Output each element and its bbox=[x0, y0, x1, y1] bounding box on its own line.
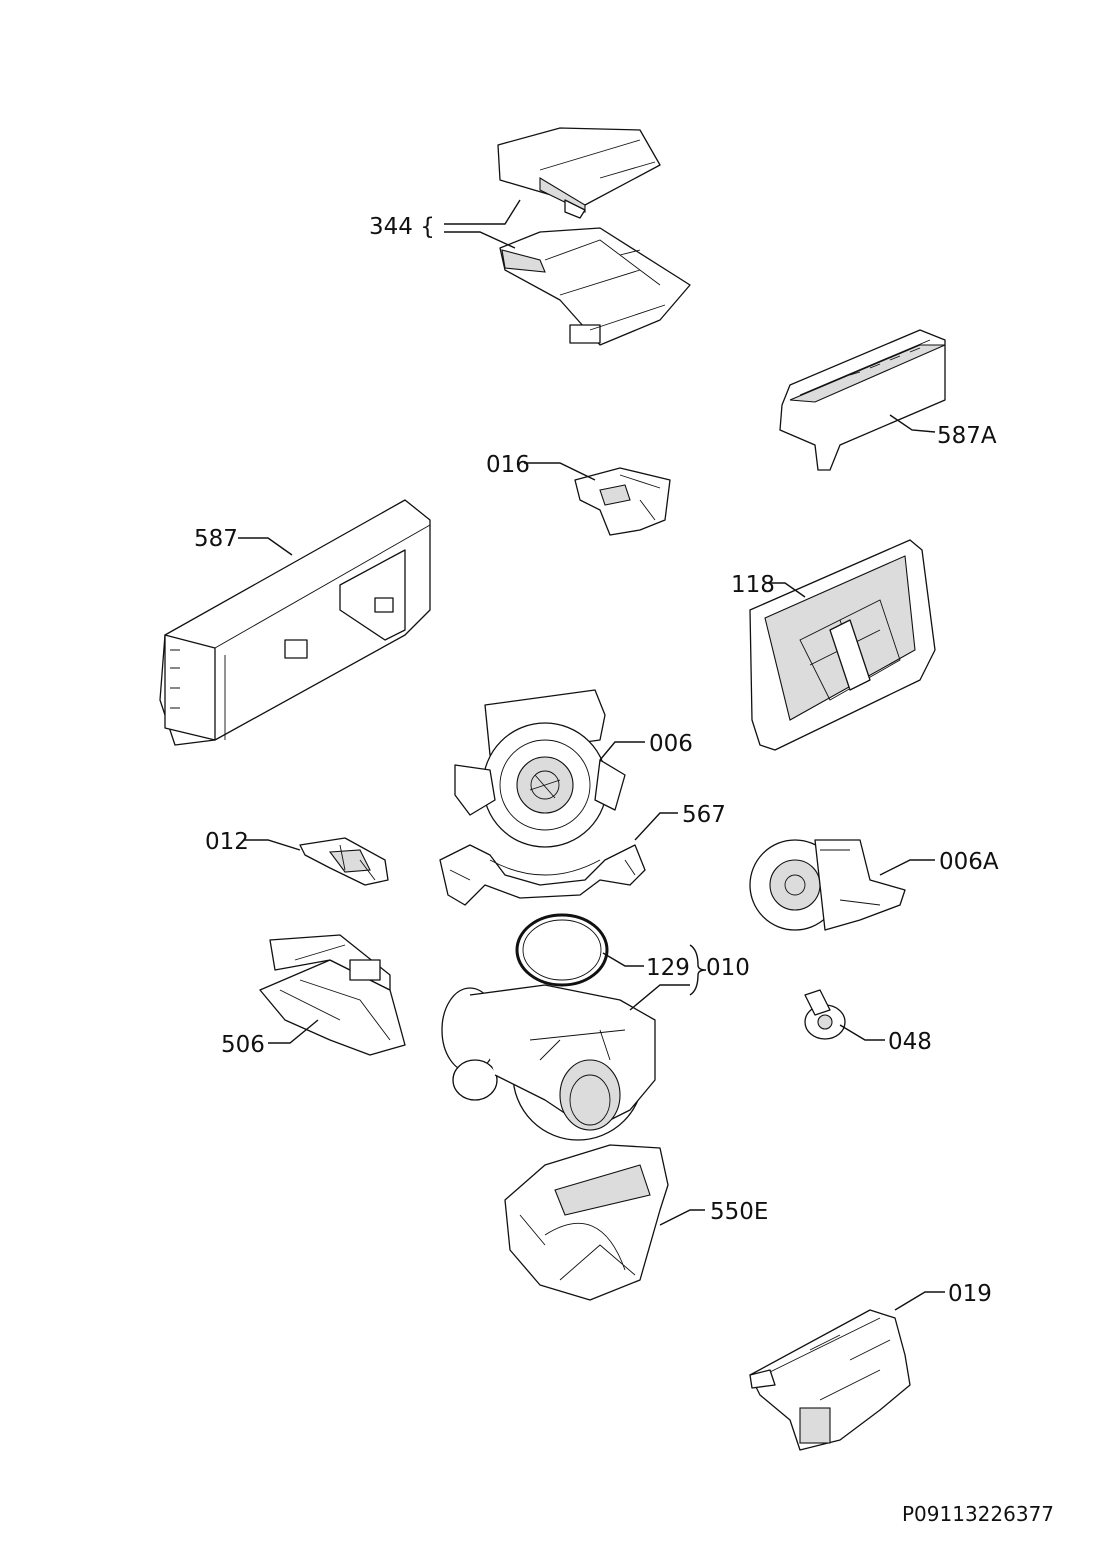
leader-587 bbox=[238, 537, 293, 556]
label-019: 019 bbox=[948, 1281, 992, 1307]
label-567: 567 bbox=[682, 802, 726, 828]
leader-019 bbox=[894, 1291, 945, 1311]
part-506-base-part[interactable] bbox=[259, 934, 406, 1056]
leader-550E bbox=[659, 1209, 705, 1226]
part-010-heat-pump-assembly[interactable] bbox=[441, 984, 656, 1141]
part-118-dispenser[interactable] bbox=[749, 539, 936, 751]
label-129: 129 bbox=[646, 955, 690, 981]
leader-567 bbox=[634, 812, 678, 841]
leader-048 bbox=[839, 1024, 885, 1041]
part-016-bracket[interactable] bbox=[574, 467, 671, 536]
part-019-door-lock[interactable] bbox=[749, 1309, 911, 1451]
label-344: 344 { bbox=[369, 214, 435, 240]
brace-010 bbox=[689, 944, 707, 996]
part-587A-control-module[interactable] bbox=[779, 329, 946, 471]
part-006-circulation-pump[interactable] bbox=[454, 689, 626, 848]
leader-006A bbox=[879, 859, 935, 876]
label-118: 118 bbox=[731, 572, 775, 598]
part-550E-pump-cover[interactable] bbox=[504, 1144, 669, 1301]
part-048-pressure-switch[interactable] bbox=[804, 989, 846, 1040]
part-006A-drain-pump[interactable] bbox=[749, 839, 906, 931]
drawing-number: P09113226377 bbox=[902, 1502, 1054, 1526]
label-587: 587 bbox=[194, 526, 238, 552]
leader-506 bbox=[268, 1019, 319, 1044]
leader-118 bbox=[768, 582, 806, 598]
part-344-module-cover[interactable] bbox=[497, 127, 661, 219]
leader-344 bbox=[444, 199, 521, 249]
leader-129 bbox=[602, 952, 644, 967]
part-344-module-board[interactable] bbox=[499, 227, 691, 346]
leader-587A bbox=[889, 414, 936, 433]
label-012: 012 bbox=[205, 829, 249, 855]
label-587A: 587A bbox=[937, 423, 997, 449]
leader-016 bbox=[524, 462, 596, 481]
label-006: 006 bbox=[649, 731, 693, 757]
part-587-main-board-housing[interactable] bbox=[159, 499, 431, 746]
label-016: 016 bbox=[486, 452, 530, 478]
leader-012 bbox=[244, 839, 301, 851]
label-550E: 550E bbox=[710, 1199, 768, 1225]
leader-006 bbox=[599, 741, 645, 761]
label-006A: 006A bbox=[939, 849, 999, 875]
part-567-pump-bracket[interactable] bbox=[439, 844, 646, 906]
part-012-sensor[interactable] bbox=[299, 837, 389, 886]
leader-010 bbox=[629, 984, 690, 1011]
label-506: 506 bbox=[221, 1032, 265, 1058]
label-048: 048 bbox=[888, 1029, 932, 1055]
label-010: 010 bbox=[706, 955, 750, 981]
part-129-seal-ring[interactable] bbox=[515, 913, 609, 987]
